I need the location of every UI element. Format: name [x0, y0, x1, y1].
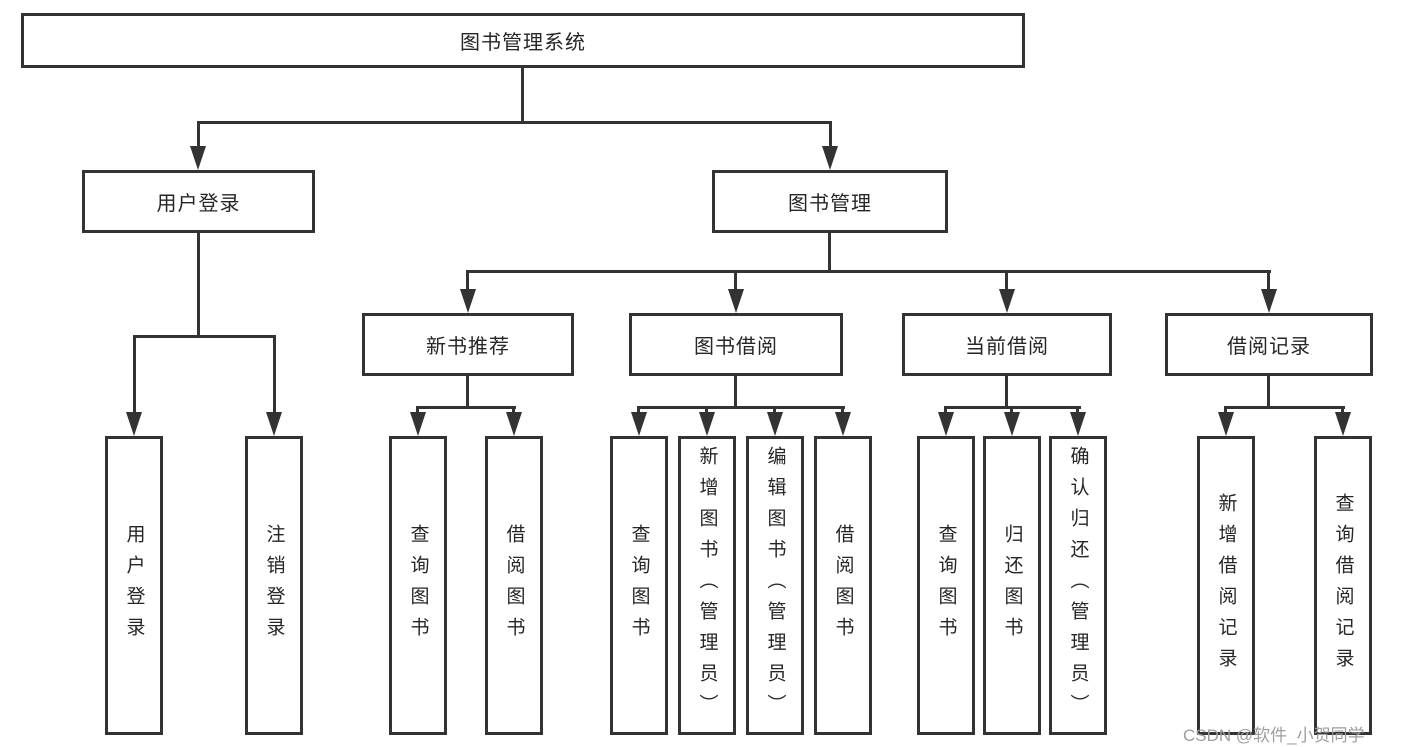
connector-new-book-recommend-stem-line [466, 270, 469, 291]
node-root-library-system: 图书管理系统 [21, 13, 1025, 68]
node-book-management-label: 图书管理 [788, 193, 872, 215]
arrowhead-current-confirm-icon [1070, 412, 1086, 436]
leaf-records-add-record: 新增借阅记录 [1197, 436, 1255, 735]
leaf-user-login-label: 用户登录 [123, 523, 145, 648]
leaf-logout: 注销登录 [245, 436, 303, 735]
arrowhead-current-query-icon [938, 412, 954, 436]
leaf-current-return-books-label: 归还图书 [1001, 523, 1023, 648]
connector-borrowing-edit-stem-line [773, 406, 776, 414]
connector-level3-rail-line [466, 270, 1271, 273]
connector-current-query-stem-line [944, 406, 947, 414]
leaf-current-confirm-return: 确认归还（管理员） [1049, 436, 1107, 735]
connector-current-drop-line [1005, 376, 1008, 409]
connector-borrowing-borrow-stem-line [841, 406, 844, 414]
arrowhead-borrowing-borrow-icon [835, 412, 851, 436]
node-borrowing-records-label: 借阅记录 [1227, 336, 1311, 358]
connector-recommend-query-stem-line [416, 406, 419, 414]
arrowhead-book-borrowing-icon [728, 289, 744, 313]
connector-borrowing-drop-line [734, 376, 737, 409]
arrowhead-current-return-icon [1004, 412, 1020, 436]
arrowhead-borrowing-add-icon [699, 412, 715, 436]
connector-recommend-drop-line [466, 376, 469, 409]
connector-book-borrowing-stem-line [734, 270, 737, 291]
arrowhead-current-borrowing-icon [999, 289, 1015, 313]
leaf-recommend-borrow-books-label: 借阅图书 [503, 523, 525, 648]
leaf-records-query-record: 查询借阅记录 [1314, 436, 1372, 735]
leaf-records-query-record-label: 查询借阅记录 [1332, 492, 1354, 679]
arrowhead-borrowing-query-icon [631, 412, 647, 436]
arrowhead-leaf-user-login-icon [126, 412, 142, 436]
connector-borrowing-query-stem-line [637, 406, 640, 414]
connector-user-login-rail-line [133, 335, 276, 338]
arrowhead-records-add-icon [1218, 412, 1234, 436]
connector-borrowing-rail-line [637, 406, 845, 409]
connector-records-drop-line [1267, 376, 1270, 409]
leaf-current-query-books-label: 查询图书 [935, 523, 957, 648]
leaf-borrow-add-books: 新增图书（管理员） [678, 436, 736, 735]
connector-user-login-stem-line [197, 121, 200, 148]
leaf-current-query-books: 查询图书 [917, 436, 975, 735]
connector-recommend-borrow-stem-line [512, 406, 515, 414]
leaf-borrow-query-books: 查询图书 [610, 436, 668, 735]
node-book-borrowing-label: 图书借阅 [694, 336, 778, 358]
leaf-logout-label: 注销登录 [263, 523, 285, 648]
leaf-borrow-query-books-label: 查询图书 [628, 523, 650, 648]
leaf-records-add-record-label: 新增借阅记录 [1215, 492, 1237, 679]
leaf-current-return-books: 归还图书 [983, 436, 1041, 735]
connector-records-query-stem-line [1341, 406, 1344, 414]
leaf-current-confirm-return-label: 确认归还（管理员） [1067, 446, 1089, 725]
arrowhead-new-book-recommend-icon [460, 289, 476, 313]
node-current-borrowing: 当前借阅 [902, 313, 1112, 376]
leaf-borrow-edit-books: 编辑图书（管理员） [746, 436, 804, 735]
connector-leaf-user-login-stem-line [133, 335, 136, 414]
node-new-book-recommend: 新书推荐 [362, 313, 574, 376]
leaf-borrow-add-books-label: 新增图书（管理员） [696, 446, 718, 725]
connector-book-management-drop-line [828, 233, 831, 273]
arrowhead-records-query-icon [1335, 412, 1351, 436]
connector-user-login-drop-line [197, 233, 200, 338]
connector-current-confirm-stem-line [1076, 406, 1079, 414]
leaf-recommend-query-books: 查询图书 [389, 436, 447, 735]
connector-current-borrowing-stem-line [1005, 270, 1008, 291]
csdn-watermark: CSDN @软件_小贺同学 [1183, 726, 1365, 745]
connector-recommend-rail-line [416, 406, 516, 409]
connector-borrowing-add-stem-line [705, 406, 708, 414]
connector-records-rail-line [1224, 406, 1345, 409]
connector-book-management-stem-line [829, 121, 832, 148]
leaf-recommend-borrow-books: 借阅图书 [485, 436, 543, 735]
node-user-login: 用户登录 [82, 170, 315, 233]
arrowhead-recommend-query-icon [410, 412, 426, 436]
connector-current-return-stem-line [1010, 406, 1013, 414]
arrowhead-leaf-logout-icon [266, 412, 282, 436]
arrowhead-borrowing-edit-icon [767, 412, 783, 436]
node-current-borrowing-label: 当前借阅 [965, 336, 1049, 358]
leaf-borrow-edit-books-label: 编辑图书（管理员） [764, 446, 786, 725]
node-book-management: 图书管理 [712, 170, 948, 233]
connector-level2-rail-line [197, 121, 832, 124]
arrowhead-recommend-borrow-icon [506, 412, 522, 436]
leaf-user-login: 用户登录 [105, 436, 163, 735]
node-new-book-recommend-label: 新书推荐 [426, 336, 510, 358]
node-book-borrowing: 图书借阅 [629, 313, 843, 376]
arrowhead-user-login-icon [190, 146, 206, 170]
arrowhead-book-management-icon [822, 146, 838, 170]
connector-borrowing-records-stem-line [1267, 270, 1270, 291]
leaf-borrow-borrow-books-label: 借阅图书 [832, 523, 854, 648]
connector-records-add-stem-line [1224, 406, 1227, 414]
connector-root-drop-line [521, 68, 524, 124]
connector-leaf-logout-stem-line [273, 335, 276, 414]
node-root-label: 图书管理系统 [460, 32, 586, 54]
leaf-borrow-borrow-books: 借阅图书 [814, 436, 872, 735]
node-borrowing-records: 借阅记录 [1165, 313, 1373, 376]
leaf-recommend-query-books-label: 查询图书 [407, 523, 429, 648]
arrowhead-borrowing-records-icon [1261, 289, 1277, 313]
node-user-login-label: 用户登录 [156, 193, 241, 215]
